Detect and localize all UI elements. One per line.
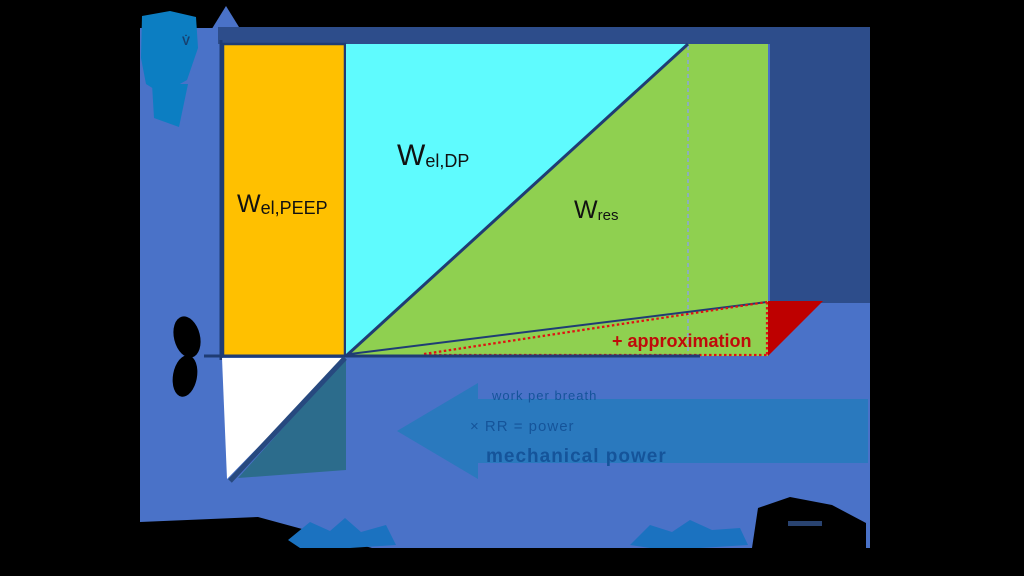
arrow-caption-line1: work per breath: [491, 388, 597, 403]
label-w-res-main: W: [574, 196, 598, 224]
label-w-el-peep: Wel,PEEP: [237, 190, 328, 218]
caption-arrow-body: [478, 399, 868, 463]
flow-arrow-tail: [152, 84, 188, 127]
label-w-el-dp: Wel,DP: [397, 139, 469, 172]
flow-arrow-shape: [141, 11, 198, 94]
label-w-el-peep-main: W: [237, 190, 261, 218]
approx-solid-triangle: [768, 301, 823, 356]
expiration-diagonal-line: [228, 356, 347, 483]
label-w-el-dp-main: W: [397, 139, 426, 172]
region-w-res: [346, 44, 768, 356]
region-w-el-peep: [221, 42, 347, 358]
arrow-caption-line3: mechanical power: [486, 446, 667, 467]
top-navy-band: [218, 27, 870, 44]
arrow-caption-line2: × RR = power: [470, 418, 575, 435]
pressure-label-remnant-upper: [173, 316, 201, 358]
label-w-res: Wres: [574, 196, 618, 224]
caption-arrow-head: [397, 383, 478, 479]
bottom-right-text-remnant: [788, 521, 822, 526]
label-w-el-peep-sub: el,PEEP: [261, 198, 328, 218]
pressure-label-remnant-lower: [172, 355, 198, 397]
bottom-label-blob-right: [630, 520, 748, 548]
elastic-diagonal-line: [344, 42, 690, 358]
resistive-line: [349, 301, 768, 355]
label-approximation: + approximation: [612, 331, 752, 351]
label-w-el-dp-sub: el,DP: [425, 151, 469, 171]
bottom-label-blob-left: [288, 518, 396, 548]
axis-glyph: V̇: [182, 33, 190, 48]
right-navy-band: [770, 27, 870, 303]
label-w-res-sub: res: [598, 207, 619, 224]
